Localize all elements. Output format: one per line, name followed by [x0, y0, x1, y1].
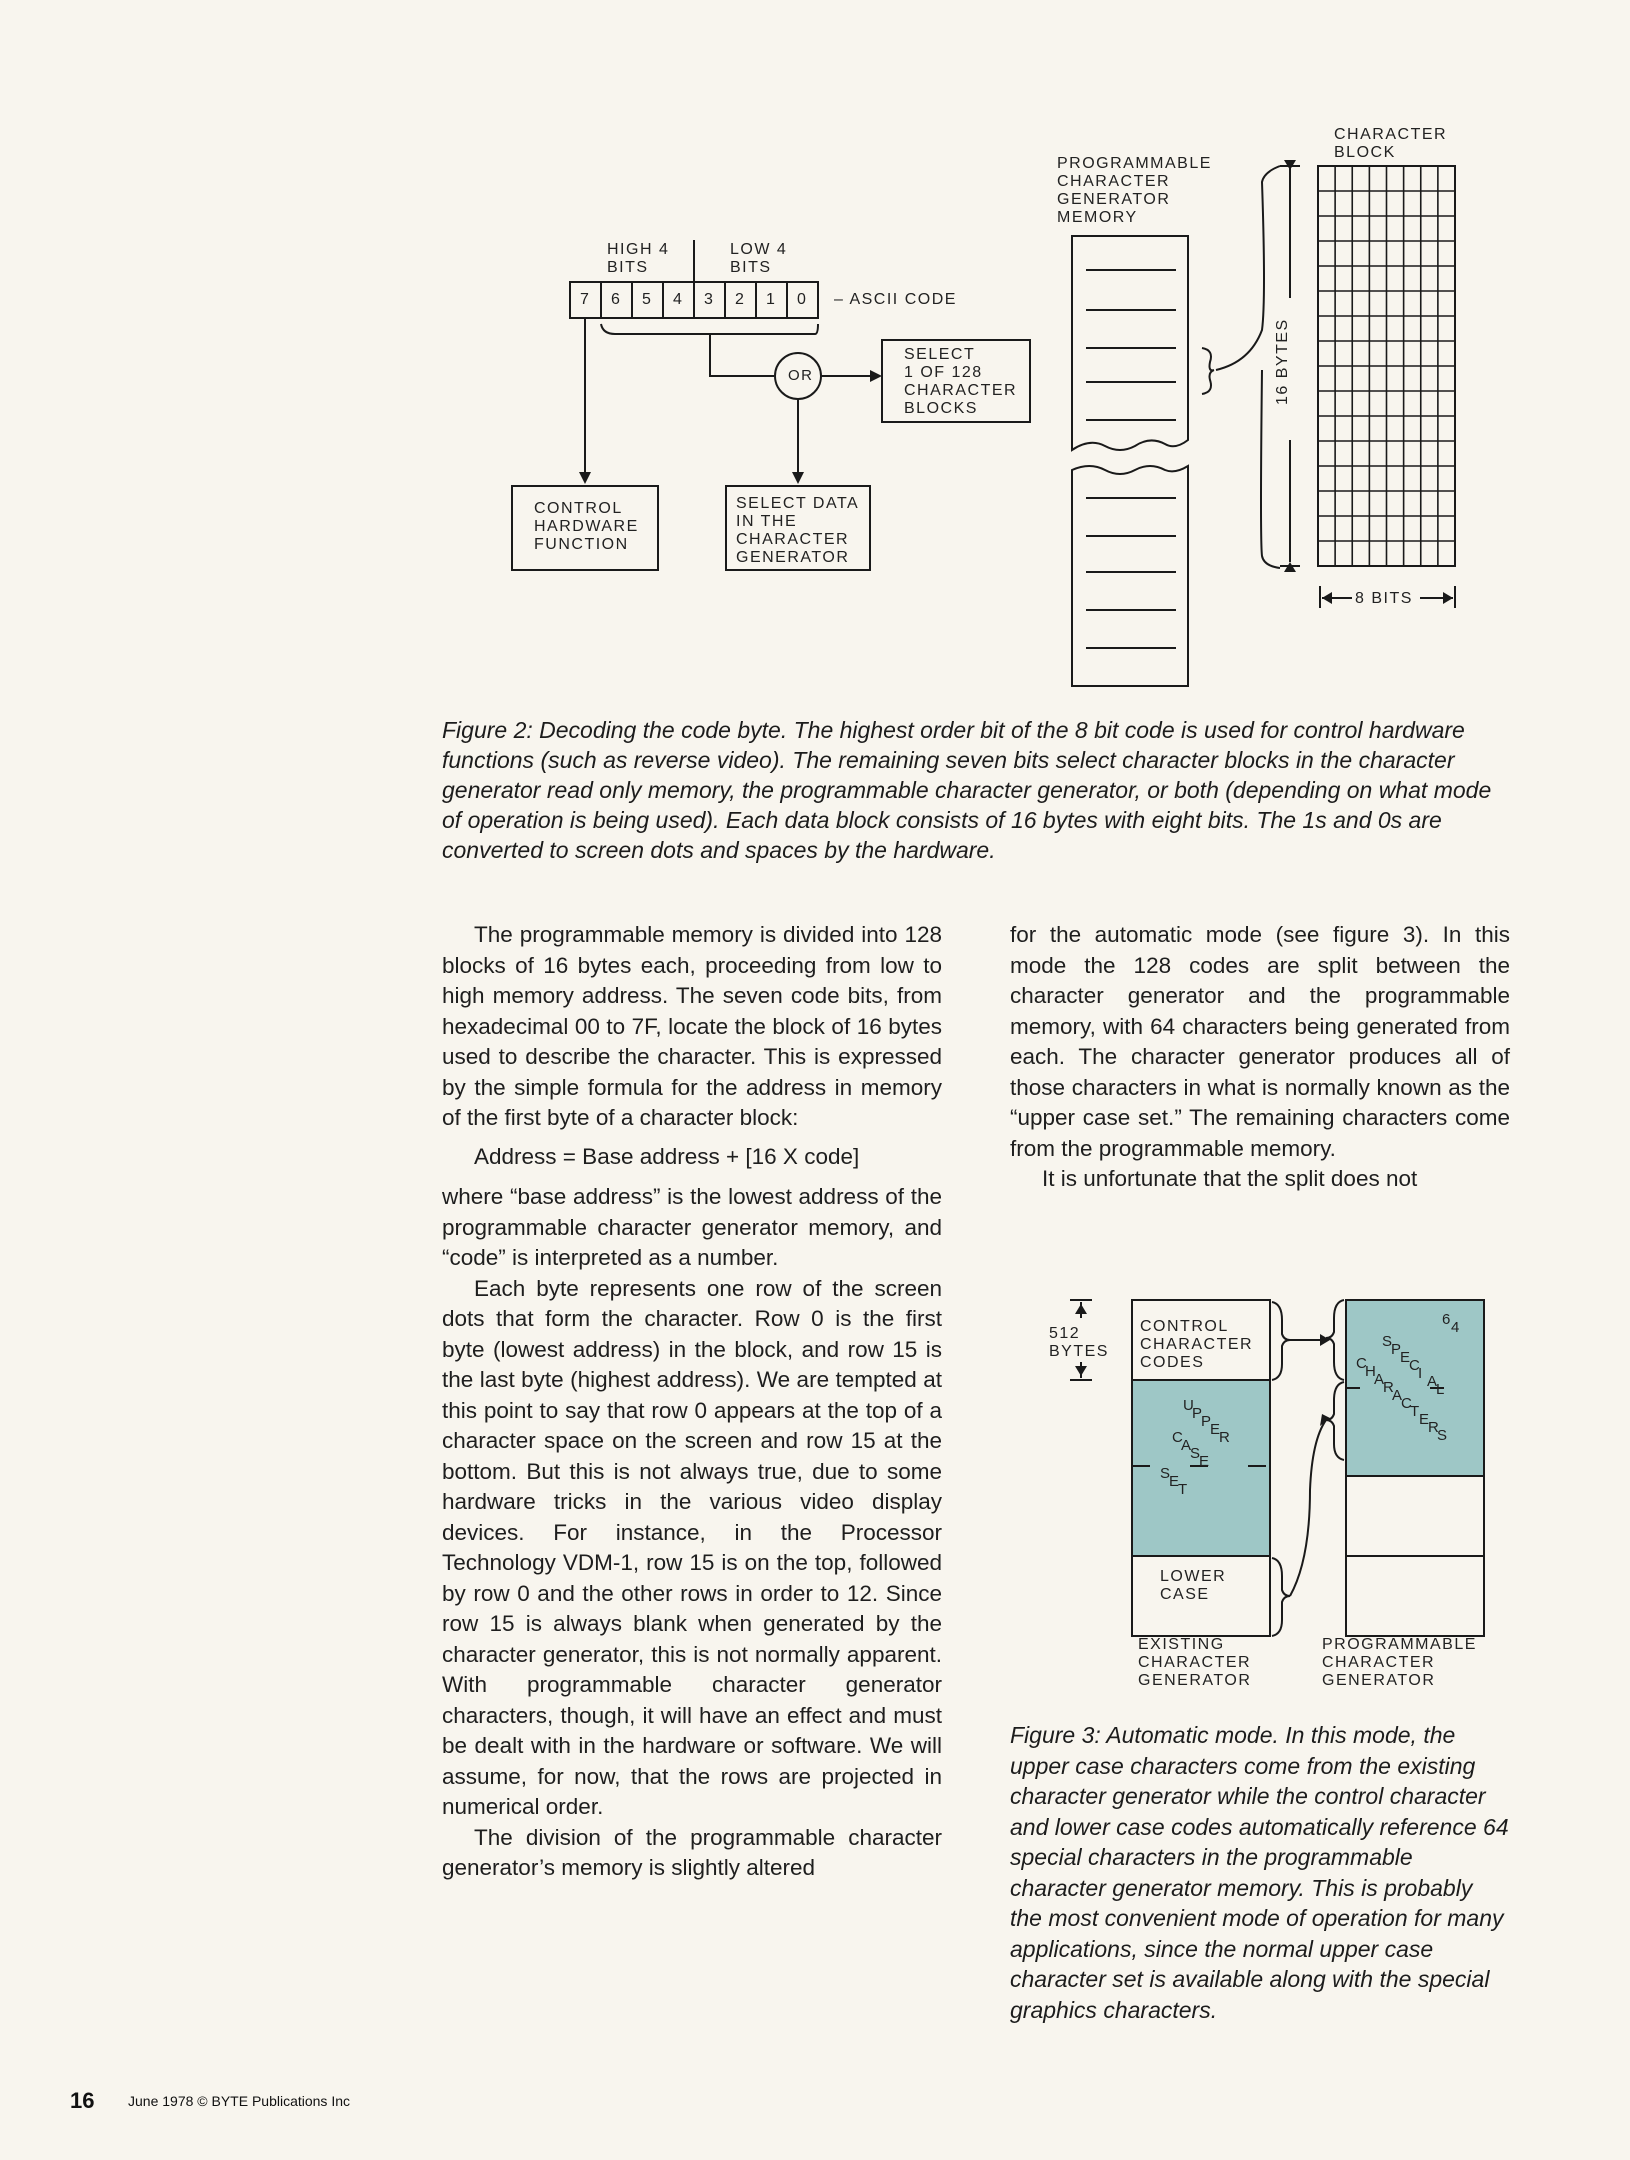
bit-cell: 2: [735, 291, 746, 308]
upper-case-letter: E: [1199, 1453, 1210, 1470]
paragraph: The division of the programmable charact…: [442, 1824, 942, 1881]
left-column: The programmable memory is divided into …: [442, 920, 942, 1884]
special-characters-region: [1346, 1300, 1484, 1476]
special-character-letter: R: [1428, 1419, 1440, 1436]
select-data-label: SELECT DATA IN THE CHARACTER GENERATOR: [736, 495, 860, 566]
figure-2-diagram: [511, 160, 1456, 687]
existing-cg-label: EXISTING CHARACTER GENERATOR: [1138, 1636, 1252, 1689]
bit-cell: 0: [797, 291, 808, 308]
figure-2-caption: Figure 2: Decoding the code byte. The hi…: [442, 717, 1492, 863]
special-character-letter: C: [1401, 1395, 1413, 1412]
special-character-letter: E: [1419, 1411, 1430, 1428]
bit-cell: 6: [611, 291, 622, 308]
upper-case-letter: S: [1160, 1465, 1171, 1482]
special-character-letter: 4: [1451, 1319, 1460, 1336]
figure-3-caption: Figure 3: Automatic mode. In this mode, …: [1010, 1722, 1509, 2023]
upper-case-letter: S: [1190, 1445, 1201, 1462]
special-character-letter: C: [1409, 1357, 1421, 1374]
bit-cell: 3: [704, 291, 715, 308]
upper-case-region: [1132, 1380, 1270, 1556]
or-gate-label: OR: [788, 367, 814, 384]
upper-case-letter: C: [1172, 1429, 1184, 1446]
low-bits-label: LOW 4 BITS: [730, 241, 788, 276]
special-character-letter: L: [1436, 1381, 1445, 1398]
paragraph: The programmable memory is divided into …: [442, 922, 942, 1130]
paragraph: where “base address” is the lowest addre…: [442, 1184, 942, 1270]
special-character-letter: T: [1410, 1403, 1420, 1420]
lower-case-label: LOWER CASE: [1160, 1568, 1227, 1603]
bit-cell: 1: [766, 291, 777, 308]
bit-cell: 5: [642, 291, 653, 308]
special-character-letter: I: [1418, 1365, 1423, 1382]
high-bits-label: HIGH 4 BITS: [607, 241, 670, 276]
bytes-label: 512 BYTES: [1049, 1325, 1109, 1360]
select-block-label: SELECT 1 OF 128 CHARACTER BLOCKS: [904, 346, 1018, 417]
upper-case-letter: A: [1181, 1437, 1192, 1454]
special-character-letter: S: [1382, 1333, 1393, 1350]
special-character-letter: S: [1437, 1427, 1448, 1444]
paragraph: It is unfortunate that the split does no…: [1042, 1166, 1418, 1191]
paragraph: for the automatic mode (see figure 3). I…: [1010, 922, 1510, 1161]
upper-case-letter: E: [1210, 1421, 1221, 1438]
special-character-letter: H: [1365, 1363, 1377, 1380]
upper-case-letter: P: [1201, 1413, 1212, 1430]
special-character-letter: R: [1383, 1379, 1395, 1396]
programmable-cg-label: PROGRAMMABLE CHARACTER GENERATOR: [1322, 1636, 1477, 1689]
sixteen-bytes-label: 16 BYTES: [1274, 318, 1291, 405]
special-character-letter: C: [1356, 1355, 1368, 1372]
special-character-letter: 6: [1442, 1311, 1451, 1328]
special-character-letter: A: [1392, 1387, 1403, 1404]
special-character-letter: A: [1427, 1373, 1438, 1390]
ascii-code-label: – ASCII CODE: [834, 291, 957, 308]
address-formula: Address = Base address + [16 X code]: [474, 1143, 860, 1169]
bit-cell: 7: [580, 291, 591, 308]
upper-case-letter: E: [1169, 1473, 1180, 1490]
special-character-letter: P: [1391, 1341, 1402, 1358]
publication-line: June 1978 © BYTE Publications Inc: [128, 2093, 350, 2109]
upper-case-letter: P: [1192, 1405, 1203, 1422]
bit-cell: 4: [673, 291, 684, 308]
character-block-label: CHARACTER BLOCK: [1334, 126, 1448, 161]
upper-case-letter: R: [1219, 1429, 1231, 1446]
upper-case-letter: T: [1178, 1481, 1188, 1498]
page-number: 16: [70, 2088, 95, 2113]
right-column: for the automatic mode (see figure 3). I…: [1010, 920, 1510, 1195]
special-character-letter: E: [1400, 1349, 1411, 1366]
pcg-memory-label: PROGRAMMABLE CHARACTER GENERATOR MEMORY: [1057, 155, 1212, 226]
upper-case-letter: U: [1183, 1397, 1195, 1414]
eight-bits-label: 8 BITS: [1355, 590, 1413, 607]
paragraph: Each byte represents one row of the scre…: [442, 1275, 942, 1820]
special-character-letter: A: [1374, 1371, 1385, 1388]
control-hardware-label: CONTROL HARDWARE FUNCTION: [534, 500, 639, 553]
control-codes-label: CONTROL CHARACTER CODES: [1140, 1318, 1254, 1371]
